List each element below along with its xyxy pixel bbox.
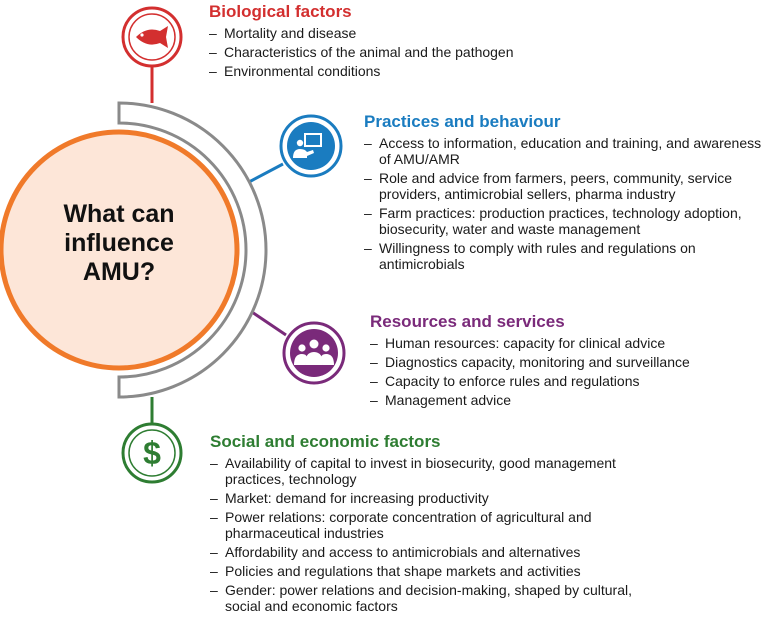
center-question: What can influence AMU? <box>0 200 238 287</box>
list-item: Gender: power relations and decision-mak… <box>210 582 640 614</box>
section-title: Practices and behaviour <box>364 112 561 131</box>
center-circle <box>0 129 240 371</box>
list-item: Capacity to enforce rules and regulation… <box>370 373 765 389</box>
fish-icon <box>121 6 183 68</box>
list-item: Access to information, education and tra… <box>364 135 764 167</box>
list-item: Diagnostics capacity, monitoring and sur… <box>370 354 765 370</box>
center-line-2: influence <box>64 229 174 257</box>
list-item: Availability of capital to invest in bio… <box>210 455 640 487</box>
section-title: Resources and services <box>370 312 565 331</box>
list-item: Human resources: capacity for clinical a… <box>370 335 765 351</box>
list-item: Power relations: corporate concentration… <box>210 509 640 541</box>
list-item: Farm practices: production practices, te… <box>364 205 764 237</box>
social-economic-section: Social and economic factors Availability… <box>210 432 640 617</box>
resources-services-section: Resources and services Human resources: … <box>370 312 765 411</box>
item-list: Human resources: capacity for clinical a… <box>370 335 765 408</box>
item-list: Mortality and disease Characteristics of… <box>209 25 514 79</box>
connector-practices <box>248 162 284 184</box>
list-item: Market: demand for increasing productivi… <box>210 490 640 506</box>
practices-behaviour-section: Practices and behaviour Access to inform… <box>364 112 764 275</box>
item-list: Access to information, education and tra… <box>364 135 764 272</box>
list-item: Environmental conditions <box>209 63 514 79</box>
list-item: Willingness to comply with rules and reg… <box>364 240 764 272</box>
dollar-icon: $ <box>121 422 183 484</box>
list-item: Characteristics of the animal and the pa… <box>209 44 514 60</box>
presentation-icon <box>279 114 343 178</box>
section-title: Social and economic factors <box>210 432 441 451</box>
list-item: Mortality and disease <box>209 25 514 41</box>
item-list: Availability of capital to invest in bio… <box>210 455 640 614</box>
list-item: Management advice <box>370 392 765 408</box>
center-line-3: AMU? <box>82 258 156 286</box>
people-group-icon <box>282 321 346 385</box>
connector-resources <box>248 308 287 337</box>
list-item: Affordability and access to antimicrobia… <box>210 544 640 560</box>
outer-half-ring <box>117 101 268 399</box>
list-item: Role and advice from farmers, peers, com… <box>364 170 764 202</box>
svg-text:$: $ <box>143 435 161 471</box>
list-item: Policies and regulations that shape mark… <box>210 563 640 579</box>
center-line-1: What can <box>63 200 175 228</box>
biological-factors-section: Biological factors Mortality and disease… <box>209 2 514 82</box>
section-title: Biological factors <box>209 2 352 21</box>
